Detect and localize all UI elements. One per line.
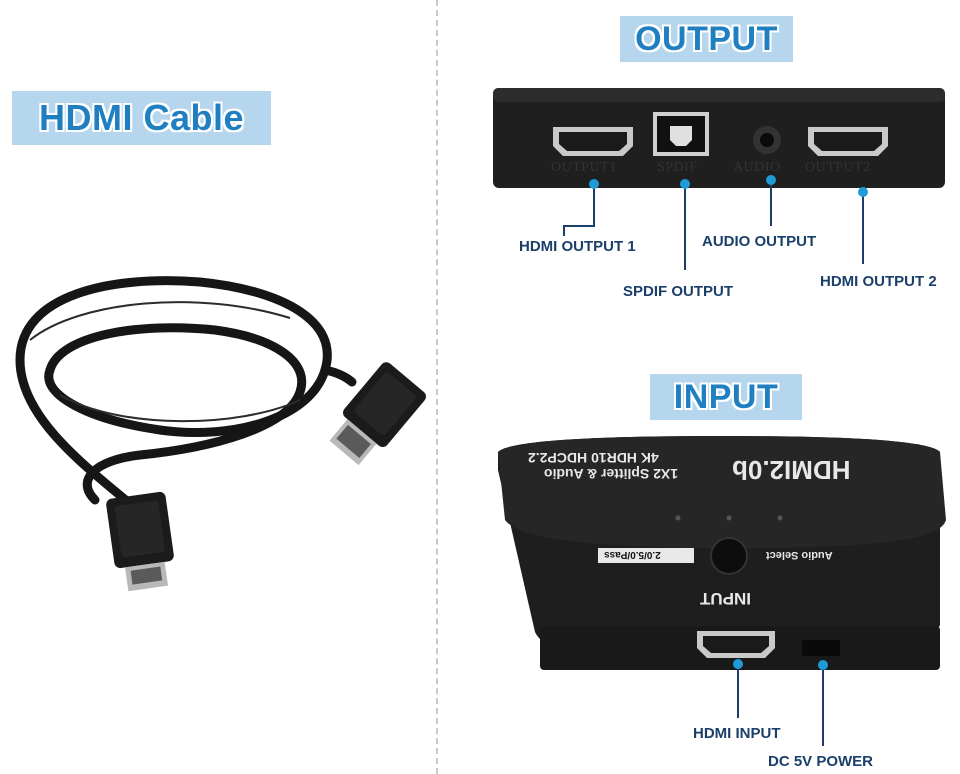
hdmi-input-port: [697, 631, 775, 658]
input-badge: INPUT: [650, 374, 802, 420]
callout-hdmi-output-2: HDMI OUTPUT 2: [820, 273, 937, 290]
device-subtitle2-print: 1X2 Splitter & Audio: [544, 466, 679, 482]
switch-label-print: 2.0/5.0/Pass: [604, 549, 661, 560]
callout-spdif-output: SPDIF OUTPUT: [623, 283, 734, 300]
cable-loop-inner: [45, 323, 307, 505]
output-badge: OUTPUT: [620, 16, 793, 62]
hdmi-cable-image: [15, 276, 426, 592]
hdmi-cable-badge: HDMI Cable: [12, 91, 271, 145]
input-label-print: INPUT: [700, 589, 751, 608]
port-label-output2: OUTPUT2: [805, 160, 871, 175]
hdmi-output1-port: [553, 127, 633, 156]
callout-dc-power: DC 5V POWER: [768, 753, 874, 770]
callout-hdmi-output-1: HDMI OUTPUT 1: [519, 238, 636, 255]
callout-hdmi-input: HDMI INPUT: [693, 725, 781, 742]
dc-power-port: [802, 640, 840, 656]
spdif-port: [653, 112, 709, 156]
port-label-output1: OUTPUT1: [551, 160, 617, 175]
audio-select-button: [710, 537, 748, 575]
port-label-spdif: SPDIF: [657, 160, 698, 175]
hdmi-connector-lower: [106, 491, 174, 592]
callout-audio-output: AUDIO OUTPUT: [702, 233, 817, 250]
hdmi-connector-upper: [329, 362, 426, 466]
cable-tail: [320, 365, 357, 387]
device-subtitle-print: 4K HDR10 HDCP2.2: [528, 450, 659, 466]
dashed-divider: [436, 0, 438, 774]
audio-select-print: Audio Select: [766, 549, 833, 561]
device-title-print: HDMI2.0b: [732, 455, 851, 485]
hdmi-output2-port: [808, 127, 888, 156]
audio-jack: [753, 126, 781, 154]
cable-loop-outer: [15, 276, 332, 525]
port-label-audio: AUDIO: [733, 160, 781, 175]
